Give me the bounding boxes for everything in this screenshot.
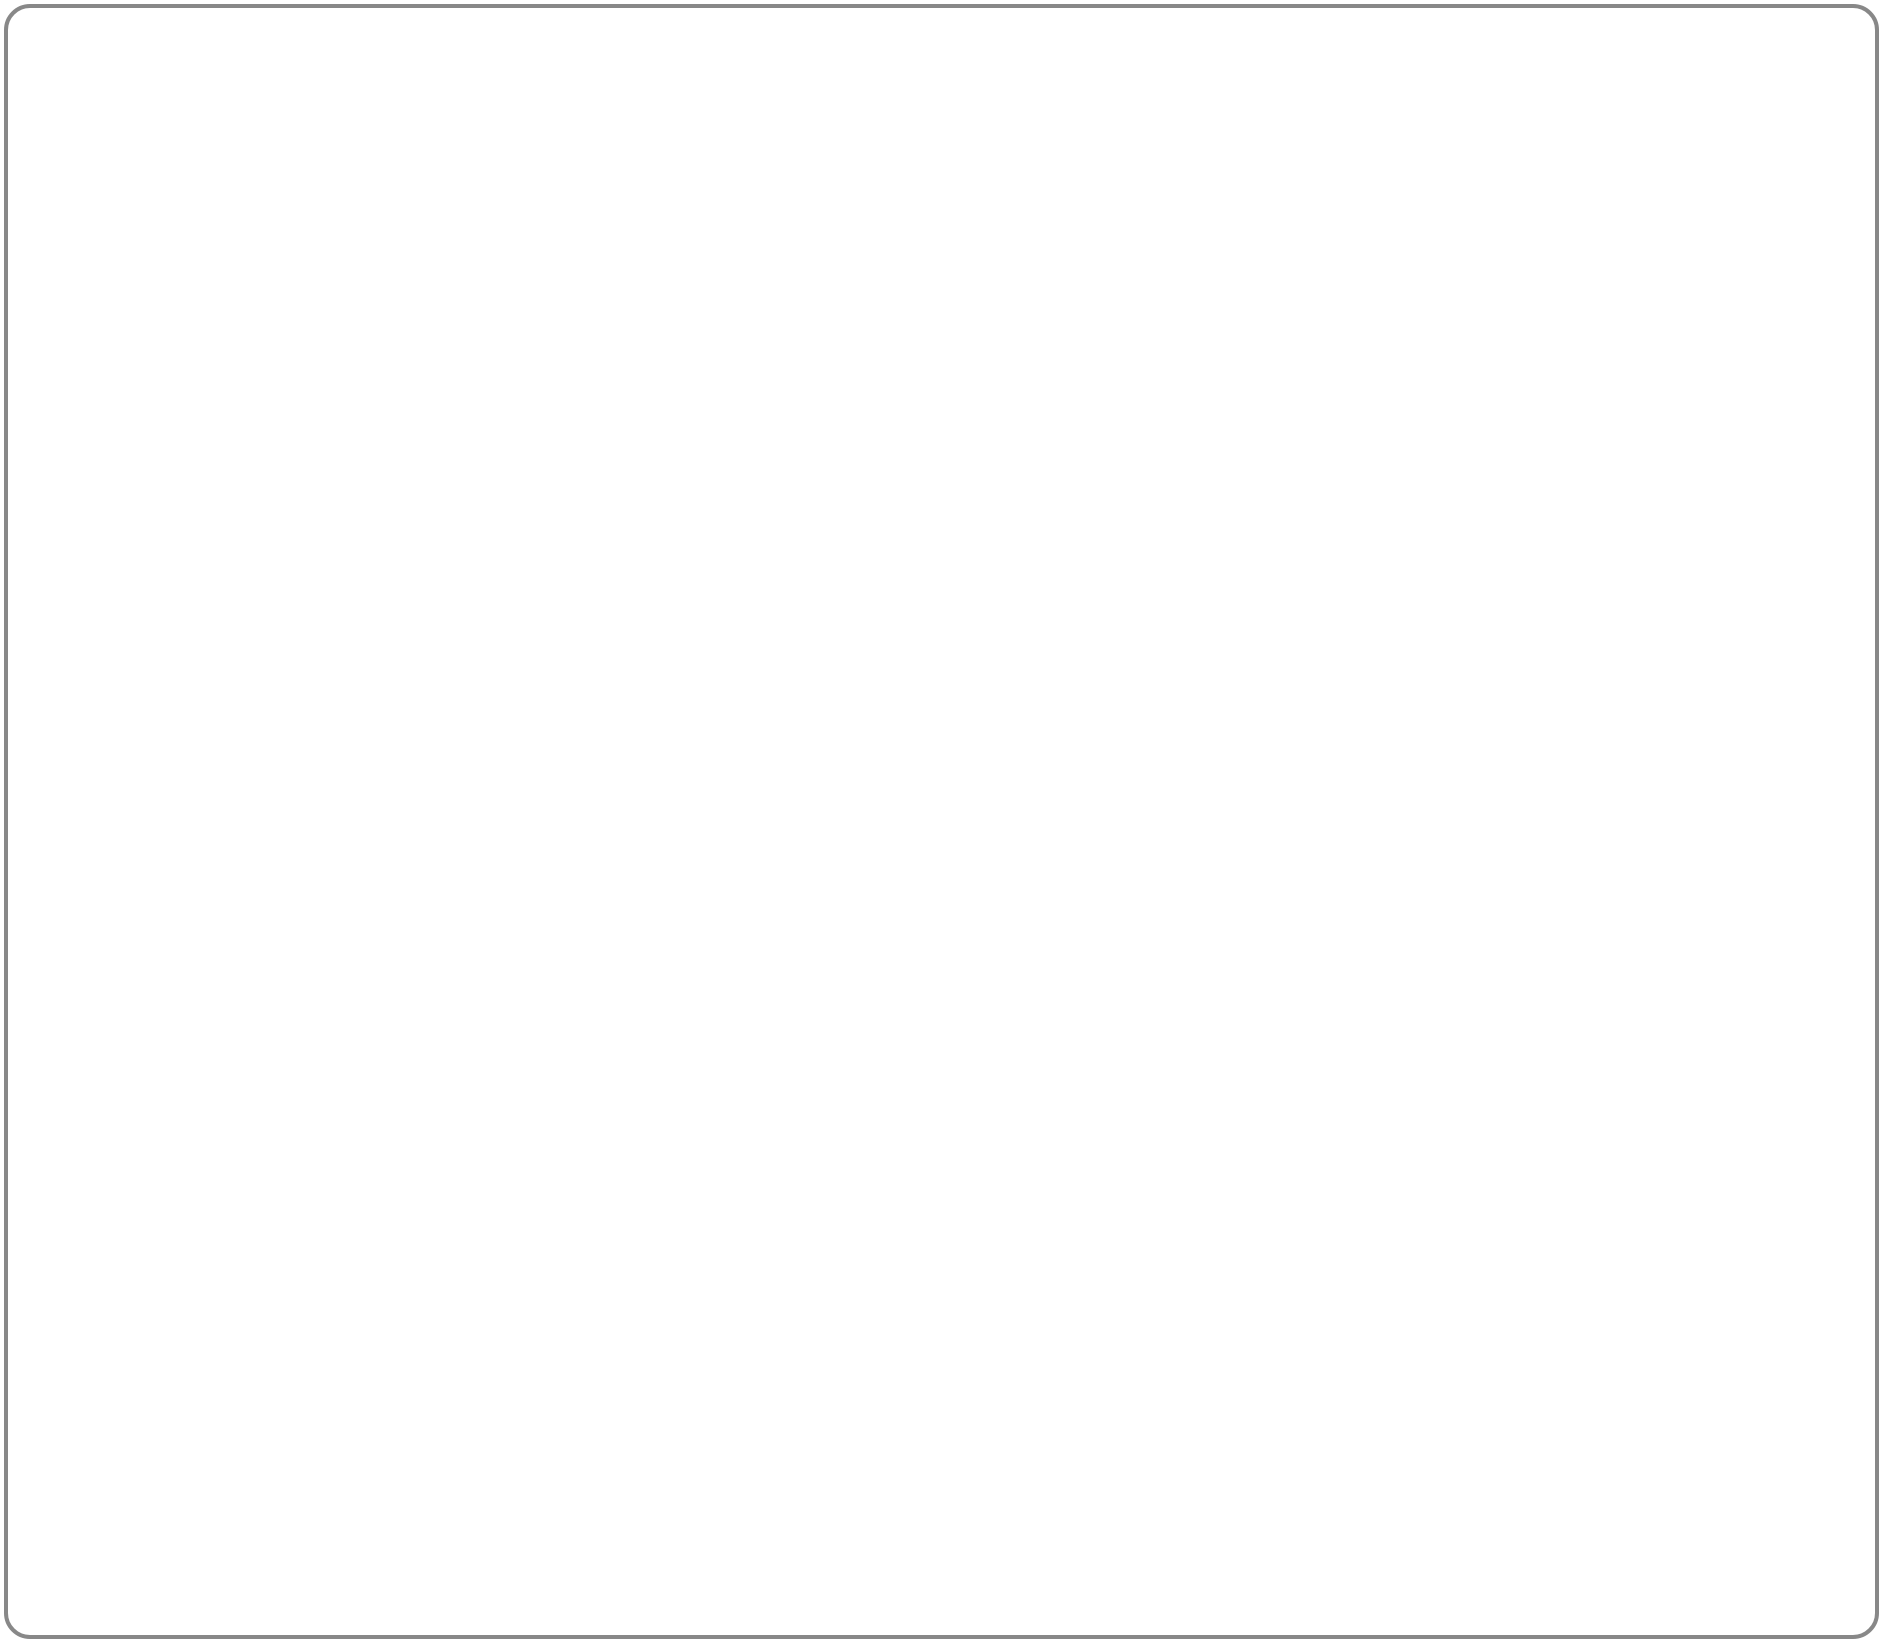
load-arrow <box>918 570 1118 1340</box>
legend-load-arrow-icon <box>1351 1067 1571 1133</box>
legend-unload-arrow-icon <box>1351 1177 1571 1243</box>
legend-load-label: load <box>1637 1076 1717 1123</box>
legend-row-load: load <box>1331 1065 1789 1135</box>
unload-arrow <box>396 552 586 1330</box>
legend-panel: reload order load unload <box>1327 925 1793 1286</box>
legend-title: reload order <box>1441 971 1679 1020</box>
legend-unload-label: unload <box>1637 1186 1764 1233</box>
legend-row-unload: unload <box>1331 1175 1789 1245</box>
